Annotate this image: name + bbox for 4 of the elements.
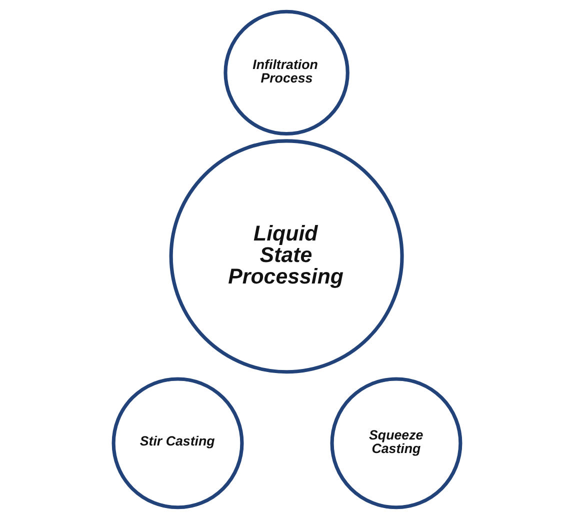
node-circle: Squeeze Casting (330, 377, 462, 510)
node-circle: Stir Casting (112, 377, 244, 510)
node-circle: Infiltration Process (224, 10, 350, 136)
node-circle: Liquid State Processing (169, 139, 404, 374)
